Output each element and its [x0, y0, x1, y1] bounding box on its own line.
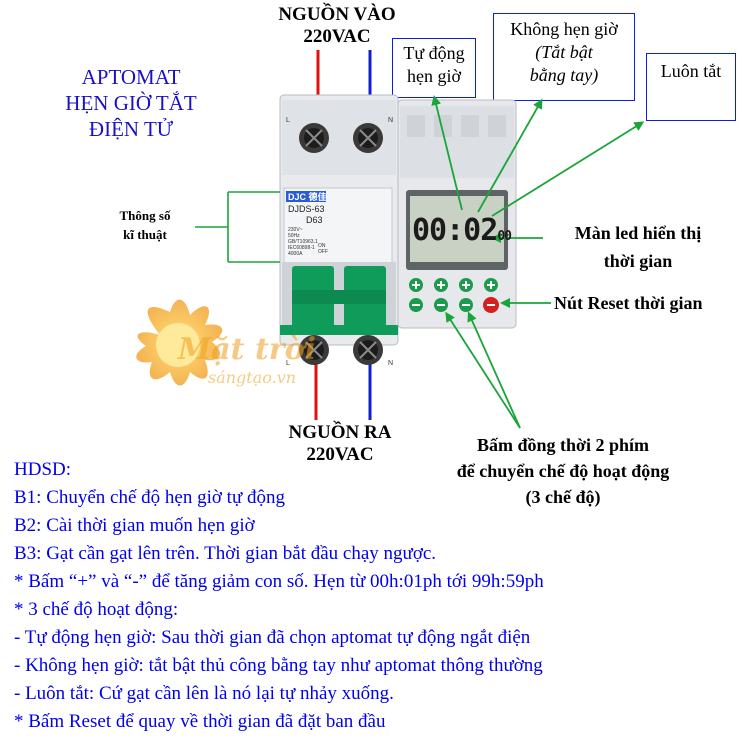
output-power-line-1: NGUỒN RA [288, 422, 392, 443]
led-label-line-2: thời gian [603, 251, 673, 271]
instruction-line: B3: Gạt cần gạt lên trên. Thời gian bắt … [14, 543, 437, 564]
device-on-label: ON [318, 243, 326, 249]
spec-label-line-1: Thông số [119, 208, 171, 223]
lcd-time-display: 00:0200 [412, 213, 512, 248]
switch-caption-line-2: để chuyển chế độ hoạt động [456, 461, 670, 481]
led-label-line-1: Màn led hiển thị [574, 223, 702, 243]
mode-switch-caption: Bấm đồng thời 2 phím để chuyển chế độ ho… [430, 432, 696, 510]
device-on-off: ON OFF [318, 243, 328, 255]
terminal-bottom-right-label: N [388, 360, 394, 367]
mode-auto-line-1: Tự động [403, 43, 465, 63]
instruction-line: * 3 chế độ hoạt động: [14, 599, 179, 620]
mode-auto-line-2: hẹn giờ [406, 66, 461, 86]
instruction-line: - Luôn tắt: Cứ gạt cần lên là nó lại tự … [14, 683, 394, 704]
device-off-label: OFF [318, 249, 328, 255]
device-brand: DJC 德佳 [288, 190, 327, 203]
device-spec-line: 50Hz [288, 233, 300, 239]
device-brand-sub: 德佳 [308, 192, 327, 202]
instruction-line: B1: Chuyển chế độ hẹn giờ tự động [14, 487, 286, 508]
output-power-label: NGUỒN RA 220VAC [265, 422, 415, 466]
device-spec-line: 4000A [288, 251, 303, 257]
input-power-line-2: 220VAC [303, 26, 371, 47]
device-spec-line: IEC60898-1 [288, 245, 315, 251]
device-brand-text: DJC [288, 192, 307, 202]
device-rating: D63 [306, 215, 323, 225]
watermark-site: sángtạo.vn [208, 368, 297, 387]
input-power-label: NGUỒN VÀO 220VAC [258, 4, 416, 48]
instruction-line: * Bấm “+” và “-” để tăng giảm con số. Hẹ… [14, 571, 544, 592]
instruction-line: - Tự động hẹn giờ: Sau thời gian đã chọn… [14, 627, 531, 648]
input-power-line-1: NGUỒN VÀO [278, 4, 396, 25]
instruction-line: - Không hẹn giờ: tắt bật thủ công bằng t… [14, 655, 543, 676]
device-spec-lines: 230V~ 50Hz GB/T10963.1 IEC60898-1 4000A [288, 227, 318, 257]
device-spec-line: GB/T10963.1 [288, 239, 318, 245]
mode-box-always-off: Luôn tắt [646, 53, 736, 121]
reset-button-label: Nút Reset thời gian [554, 293, 703, 313]
instruction-line: * Bấm Reset để quay về thời gian đã đặt … [14, 711, 386, 732]
spec-label-line-2: kĩ thuật [123, 227, 167, 242]
instruction-line: B2: Cài thời gian muốn hẹn giờ [14, 515, 255, 536]
lcd-main-digits: 00:02 [412, 213, 498, 248]
terminal-bottom-left-label: L [286, 360, 290, 367]
mode-no-timer-line-1: Không hẹn giờ [510, 19, 618, 39]
plus-buttons-row [409, 278, 498, 292]
terminal-top-right-label: N [388, 117, 394, 124]
switch-caption-line-3: (3 chế độ) [525, 487, 601, 507]
spec-label: Thông số kĩ thuật [100, 206, 190, 244]
mode-no-timer-line-3: bằng tay) [529, 65, 599, 85]
lcd-small-digits: 00 [497, 229, 512, 244]
mode-box-no-timer: Không hẹn giờ (Tắt bật bằng tay) [493, 13, 635, 101]
title-line-1: APTOMAT [81, 65, 181, 89]
device-model: DJDS-63 [288, 204, 325, 214]
product-title: APTOMAT HẸN GIỜ TẮT ĐIỆN TỬ [20, 64, 242, 142]
watermark-sun-icon [136, 299, 223, 386]
title-line-3: ĐIỆN TỬ [88, 117, 174, 141]
device-spec-line: 230V~ [288, 227, 303, 233]
instructions: HDSD: B1: Chuyển chế độ hẹn giờ tự động … [14, 456, 544, 736]
watermark-brand: Mặt trời [178, 332, 317, 367]
output-power-line-2: 220VAC [306, 444, 374, 465]
mode-box-auto-timer: Tự động hẹn giờ [392, 38, 476, 98]
mode-always-off-line-1: Luôn tắt [660, 61, 722, 81]
switch-caption-line-1: Bấm đồng thời 2 phím [476, 435, 649, 455]
terminal-top-left-label: L [286, 117, 290, 124]
led-display-label: Màn led hiển thị thời gian [548, 219, 728, 275]
minus-buttons-row [409, 297, 499, 313]
title-line-2: HẸN GIỜ TẮT [65, 91, 197, 115]
instructions-heading: HDSD: [14, 459, 72, 480]
mode-no-timer-line-2: (Tắt bật [535, 42, 593, 62]
